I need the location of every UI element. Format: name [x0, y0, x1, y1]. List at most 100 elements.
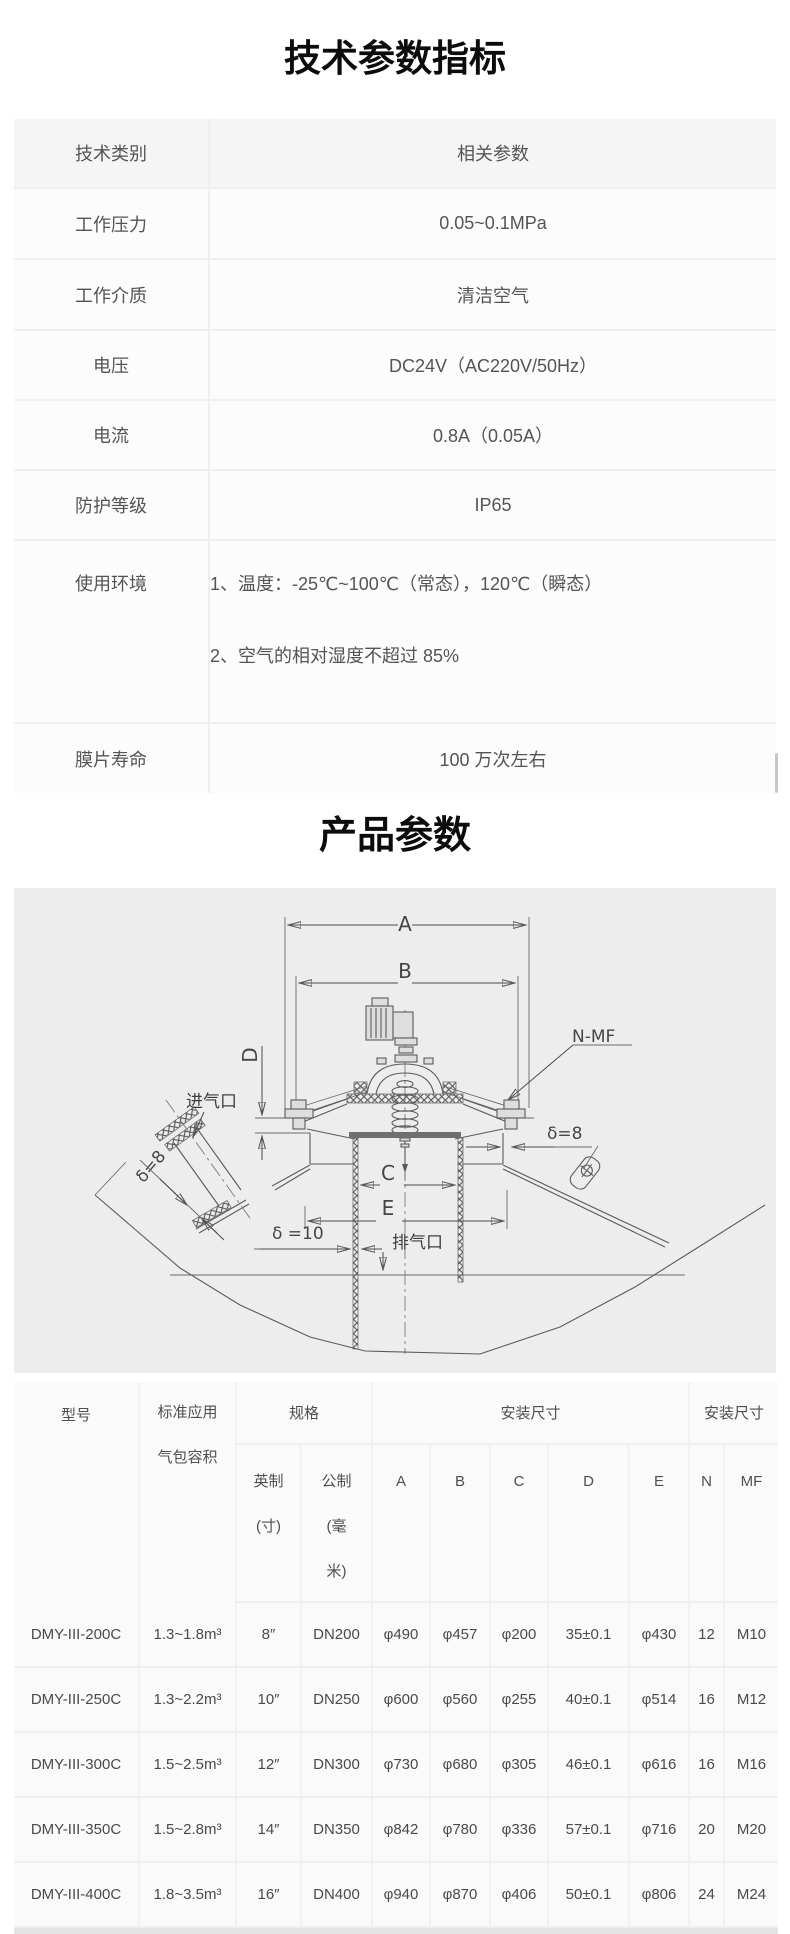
header-col-A: A: [373, 1445, 431, 1603]
dim-label-delta8-left: δ=8: [132, 1147, 170, 1187]
spec-cell: φ616: [630, 1733, 690, 1798]
spec-cell: DMY-III-200C: [14, 1603, 140, 1668]
spec-cell: φ806: [630, 1863, 690, 1928]
env-temperature-line: 1、温度：-25℃~100℃（常态），120℃（瞬态）: [210, 574, 603, 594]
table-row: 膜片寿命 100 万次左右: [14, 724, 776, 793]
dimension-diagram-panel: A B: [14, 888, 776, 1373]
row-label: 工作介质: [14, 260, 210, 329]
row-label: 使用环境: [14, 541, 210, 722]
table-row: 工作介质 清洁空气: [14, 260, 776, 331]
row-value: DC24V（AC220V/50Hz）: [388, 356, 598, 376]
spec-cell: 46±0.1: [549, 1733, 630, 1798]
row-value: 相关参数: [457, 144, 529, 164]
spec-cell: 1.5~2.5m³: [140, 1733, 237, 1798]
spec-cell: φ560: [431, 1668, 491, 1733]
row-value: 1、温度：-25℃~100℃（常态），120℃（瞬态） 2、空气的相对湿度不超过…: [210, 541, 776, 722]
table-row-environment: 使用环境 1、温度：-25℃~100℃（常态），120℃（瞬态） 2、空气的相对…: [14, 541, 776, 724]
spec-cell: 10″: [237, 1668, 302, 1733]
dim-label-E: E: [382, 1196, 395, 1220]
row-label: 技术类别: [14, 119, 210, 187]
spec-cell: φ255: [491, 1668, 549, 1733]
spec-cell: 1.8~3.5m³: [140, 1863, 237, 1928]
table-row: 工作压力 0.05~0.1MPa: [14, 189, 776, 260]
spec-cell: 1.3~1.8m³: [140, 1603, 237, 1668]
spec-cell: M24: [725, 1863, 778, 1928]
spec-cell: DMY-III-350C: [14, 1798, 140, 1863]
exhaust-port-label: 排气口: [392, 1233, 443, 1252]
header-col-D: D: [549, 1445, 630, 1603]
tech-params-table: 技术类别 相关参数 工作压力 0.05~0.1MPa 工作介质 清洁空气 电压 …: [14, 119, 776, 793]
spec-cell: M10: [725, 1603, 778, 1668]
spec-cell: φ600: [373, 1668, 431, 1733]
header-application-volume: 标准应用 气包容积: [140, 1382, 237, 1603]
spec-cell: 12″: [237, 1733, 302, 1798]
row-value: 100 万次左右: [439, 749, 547, 770]
row-value: IP65: [474, 494, 512, 515]
spec-cell: DMY-III-300C: [14, 1733, 140, 1798]
page-title-tech-params: 技术参数指标: [284, 38, 506, 79]
spec-cell: 1.5~2.8m³: [140, 1798, 237, 1863]
spec-cell: DMY-III-250C: [14, 1668, 140, 1733]
dim-label-delta8-right: δ=8: [547, 1124, 582, 1144]
dim-label-A: A: [398, 912, 412, 936]
spec-cell: 20: [690, 1798, 725, 1863]
spec-cell: M12: [725, 1668, 778, 1733]
table-row: 技术类别 相关参数: [14, 119, 776, 189]
spec-cell: φ457: [431, 1603, 491, 1668]
spec-cell: φ680: [431, 1733, 491, 1798]
row-label: 防护等级: [14, 471, 210, 539]
table-row: 电压 DC24V（AC220V/50Hz）: [14, 331, 776, 401]
spec-cell: 16: [690, 1668, 725, 1733]
dim-label-B: B: [398, 959, 412, 983]
spec-cell: 16″: [237, 1863, 302, 1928]
table-bottom-edge: [14, 1928, 778, 1934]
inlet-port-label: 进气口: [186, 1092, 237, 1111]
row-value: 0.05~0.1MPa: [439, 213, 547, 233]
header-col-C: C: [491, 1445, 549, 1603]
spec-cell: DN350: [302, 1798, 373, 1863]
header-metric: 公制 (毫 米): [302, 1445, 373, 1603]
header-model: 型号: [14, 1382, 140, 1603]
dim-label-C: C: [381, 1161, 395, 1185]
spec-cell: φ940: [373, 1863, 431, 1928]
row-label: 电压: [14, 331, 210, 399]
spec-cell: 8″: [237, 1603, 302, 1668]
spec-table: 型号 标准应用 气包容积 规格 安装尺寸 安装尺寸 英制 (寸) 公制 (毫 米…: [14, 1382, 778, 1928]
page-title-product-params: 产品参数: [318, 815, 471, 857]
spec-cell: DN300: [302, 1733, 373, 1798]
spec-cell: DN250: [302, 1668, 373, 1733]
spec-cell: φ200: [491, 1603, 549, 1668]
row-value: 0.8A（0.05A）: [432, 426, 554, 446]
spec-cell: 12: [690, 1603, 725, 1668]
dim-label-delta10: δ =10: [272, 1224, 324, 1244]
spec-table-header: 型号 标准应用 气包容积 规格 安装尺寸 安装尺寸 英制 (寸) 公制 (毫 米…: [14, 1382, 778, 1603]
header-col-E: E: [630, 1445, 690, 1603]
spec-cell: M16: [725, 1733, 778, 1798]
spec-cell: φ842: [373, 1798, 431, 1863]
row-label: 电流: [14, 401, 210, 469]
dim-label-D: D: [238, 1047, 262, 1062]
spec-cell: 14″: [237, 1798, 302, 1863]
env-humidity-line: 2、空气的相对湿度不超过 85%: [210, 646, 460, 666]
header-col-MF: MF: [725, 1445, 778, 1603]
spec-cell: φ305: [491, 1733, 549, 1798]
valve-dimension-diagram: A B: [94, 912, 766, 1355]
header-spec: 规格: [237, 1382, 373, 1445]
spec-cell: φ336: [491, 1798, 549, 1863]
spec-cell: 16: [690, 1733, 725, 1798]
spec-cell: φ430: [630, 1603, 690, 1668]
table-row: 电流 0.8A（0.05A）: [14, 401, 776, 471]
spec-cell: M20: [725, 1798, 778, 1863]
spec-cell: DN400: [302, 1863, 373, 1928]
header-install-dims: 安装尺寸: [373, 1382, 690, 1445]
spec-cell: DN200: [302, 1603, 373, 1668]
spec-cell: 50±0.1: [549, 1863, 630, 1928]
scrollbar-thumb[interactable]: [775, 753, 778, 793]
spec-cell: φ780: [431, 1798, 491, 1863]
spec-cell: φ514: [630, 1668, 690, 1733]
dim-label-N-MF: N-MF: [572, 1027, 615, 1047]
spec-cell: φ870: [431, 1863, 491, 1928]
header-col-N: N: [690, 1445, 725, 1603]
